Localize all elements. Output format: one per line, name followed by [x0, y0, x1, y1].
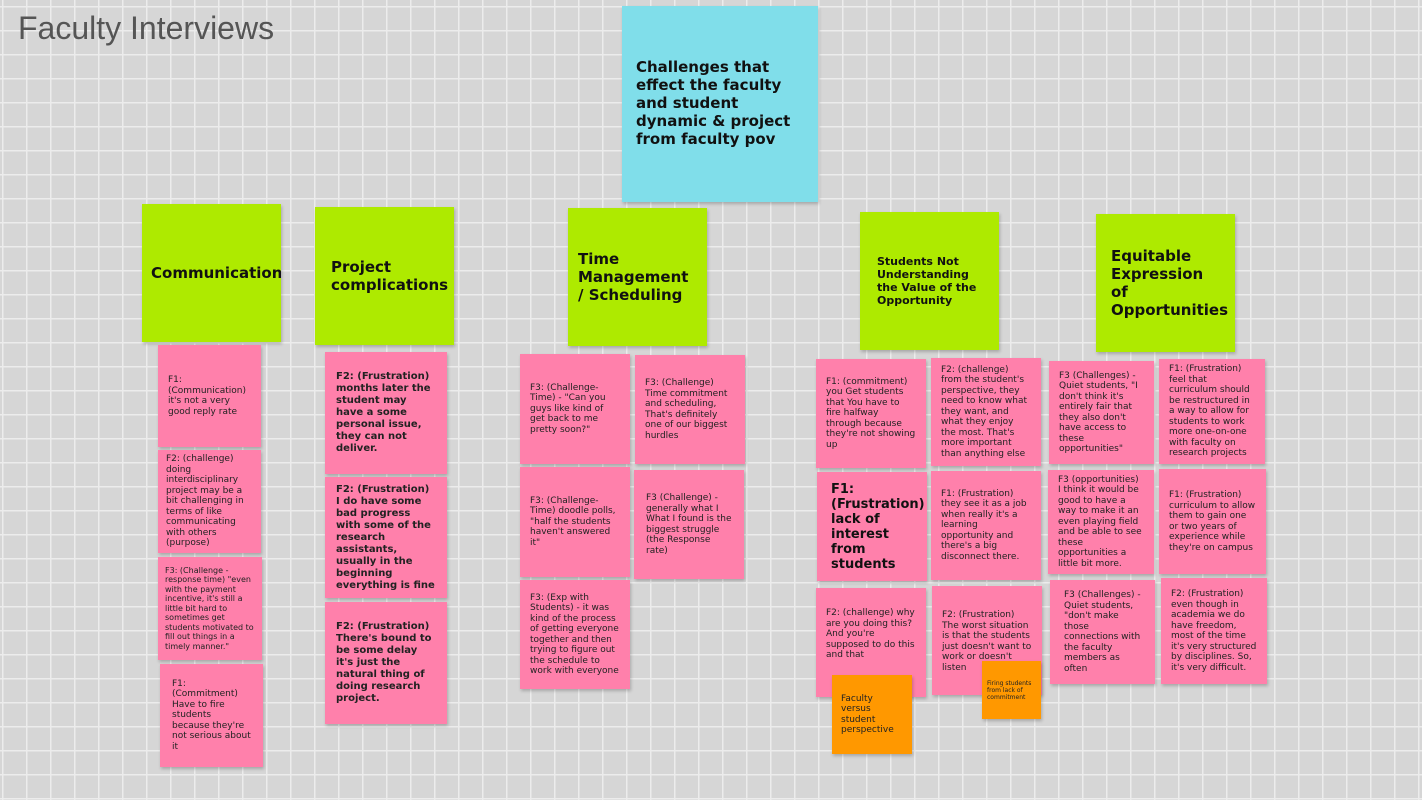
- sticky-note[interactable]: F2: (Frustration) I do have some bad pro…: [325, 477, 447, 598]
- sticky-note-text: F2: (Frustration) I do have some bad pro…: [336, 483, 435, 591]
- header-students-value[interactable]: Students Not Understanding the Value of …: [860, 212, 999, 350]
- sticky-note-text: F1: (Frustration) they see it as a job w…: [941, 488, 1027, 562]
- header-project-complications-text: Project complications: [331, 258, 449, 294]
- sticky-note-text: F2: (Frustration) There's bound to be so…: [336, 621, 432, 704]
- central-topic-text: Challenges that effect the faculty and s…: [636, 58, 791, 148]
- header-communication[interactable]: Communication: [142, 204, 281, 342]
- sticky-note[interactable]: F3 (Challenges) - Quiet students, "I don…: [1049, 361, 1154, 464]
- sticky-note[interactable]: F2: (Frustration) months later the stude…: [325, 352, 447, 474]
- tag-note[interactable]: Firing students from lack of commitment: [982, 661, 1041, 719]
- sticky-note[interactable]: F2: (Frustration) even though in academi…: [1161, 578, 1267, 684]
- sticky-note-text: F2: (challenge) why are you doing this? …: [826, 608, 915, 660]
- tag-note-text: Faculty versus student perspective: [841, 693, 894, 736]
- sticky-note-text: F3 (opportunities) I think it would be g…: [1058, 474, 1142, 569]
- sticky-note[interactable]: F1: (Frustration) lack of interest from …: [817, 472, 927, 581]
- sticky-note[interactable]: F2: (Frustration) There's bound to be so…: [325, 602, 447, 724]
- header-students-value-text: Students Not Understanding the Value of …: [877, 255, 977, 307]
- sticky-note[interactable]: F3: (Challenge-Time) doodle polls, "half…: [520, 467, 630, 577]
- header-communication-text: Communication: [151, 264, 281, 282]
- sticky-note-text: F3: (Exp with Students) - it was kind of…: [530, 592, 619, 677]
- sticky-note[interactable]: F3 (Challenge) - generally what I What I…: [634, 470, 744, 579]
- sticky-note-text: F3: (Challenge) Time commitment and sche…: [645, 378, 728, 441]
- header-time-management-text: Time Management / Scheduling: [578, 250, 689, 304]
- sticky-note-text: F2: (challenge) doing interdisciplinary …: [166, 454, 244, 549]
- sticky-note[interactable]: F3: (Exp with Students) - it was kind of…: [520, 580, 630, 689]
- sticky-note-text: F1: (Frustration) lack of interest from …: [831, 481, 925, 572]
- header-time-management[interactable]: Time Management / Scheduling: [568, 208, 707, 346]
- sticky-note[interactable]: F1: (commitment) you Get students that Y…: [816, 359, 926, 468]
- sticky-note[interactable]: F2: (challenge) from the student's persp…: [931, 358, 1041, 466]
- sticky-note-text: F2: (Frustration) The worst situation is…: [942, 610, 1032, 673]
- tag-note[interactable]: Faculty versus student perspective: [832, 675, 912, 754]
- tag-note-text: Firing students from lack of commitment: [987, 679, 1032, 701]
- sticky-note[interactable]: F3: (Challenge - response time) "even wi…: [158, 557, 262, 660]
- sticky-note-text: F3 (Challenges) - Quiet students, "don't…: [1064, 590, 1141, 674]
- header-equitable-expression-text: Equitable Expression of Opportunities: [1111, 247, 1229, 319]
- sticky-note[interactable]: F1: (Frustration) feel that curriculum s…: [1159, 359, 1265, 464]
- sticky-note-text: F1: (Frustration) feel that curriculum s…: [1169, 364, 1250, 459]
- sticky-note[interactable]: F1: (Commitment) Have to fire students b…: [160, 664, 263, 767]
- header-equitable-expression[interactable]: Equitable Expression of Opportunities: [1096, 214, 1235, 352]
- sticky-note-text: F3 (Challenges) - Quiet students, "I don…: [1059, 370, 1138, 455]
- sticky-note[interactable]: F3: (Challenge-Time) - "Can you guys lik…: [520, 354, 630, 464]
- sticky-note[interactable]: F1: (Frustration) curriculum to allow th…: [1159, 469, 1266, 574]
- sticky-note-text: F2: (Frustration) even though in academi…: [1171, 589, 1257, 673]
- sticky-note-text: F3: (Challenge-Time) doodle polls, "half…: [530, 495, 616, 548]
- central-topic-note[interactable]: Challenges that effect the faculty and s…: [622, 6, 818, 202]
- sticky-note-text: F1: (commitment) you Get students that Y…: [826, 376, 916, 450]
- sticky-note-text: F2: (Frustration) months later the stude…: [336, 371, 431, 454]
- sticky-note-text: F3: (Challenge-Time) - "Can you guys lik…: [530, 382, 606, 435]
- sticky-note-text: F3 (Challenge) - generally what I What I…: [646, 493, 732, 556]
- sticky-note[interactable]: F2: (challenge) doing interdisciplinary …: [158, 450, 261, 553]
- sticky-note[interactable]: F3 (Challenges) - Quiet students, "don't…: [1050, 580, 1155, 684]
- sticky-note-text: F1: (Commitment) Have to fire students b…: [172, 678, 251, 752]
- sticky-note-text: F1: (Frustration) curriculum to allow th…: [1169, 490, 1256, 553]
- sticky-note-text: F3: (Challenge - response time) "even wi…: [165, 565, 254, 651]
- sticky-note[interactable]: F3: (Challenge) Time commitment and sche…: [635, 355, 745, 464]
- sticky-note[interactable]: F3 (opportunities) I think it would be g…: [1048, 470, 1154, 574]
- sticky-note-text: F2: (challenge) from the student's persp…: [941, 364, 1028, 459]
- sticky-note[interactable]: F1:(Communication) it's not a very good …: [158, 345, 261, 447]
- sticky-note[interactable]: F1: (Frustration) they see it as a job w…: [931, 471, 1041, 580]
- header-project-complications[interactable]: Project complications: [315, 207, 454, 345]
- sticky-note-text: F1:(Communication) it's not a very good …: [168, 375, 246, 417]
- board-title: Faculty Interviews: [18, 10, 275, 46]
